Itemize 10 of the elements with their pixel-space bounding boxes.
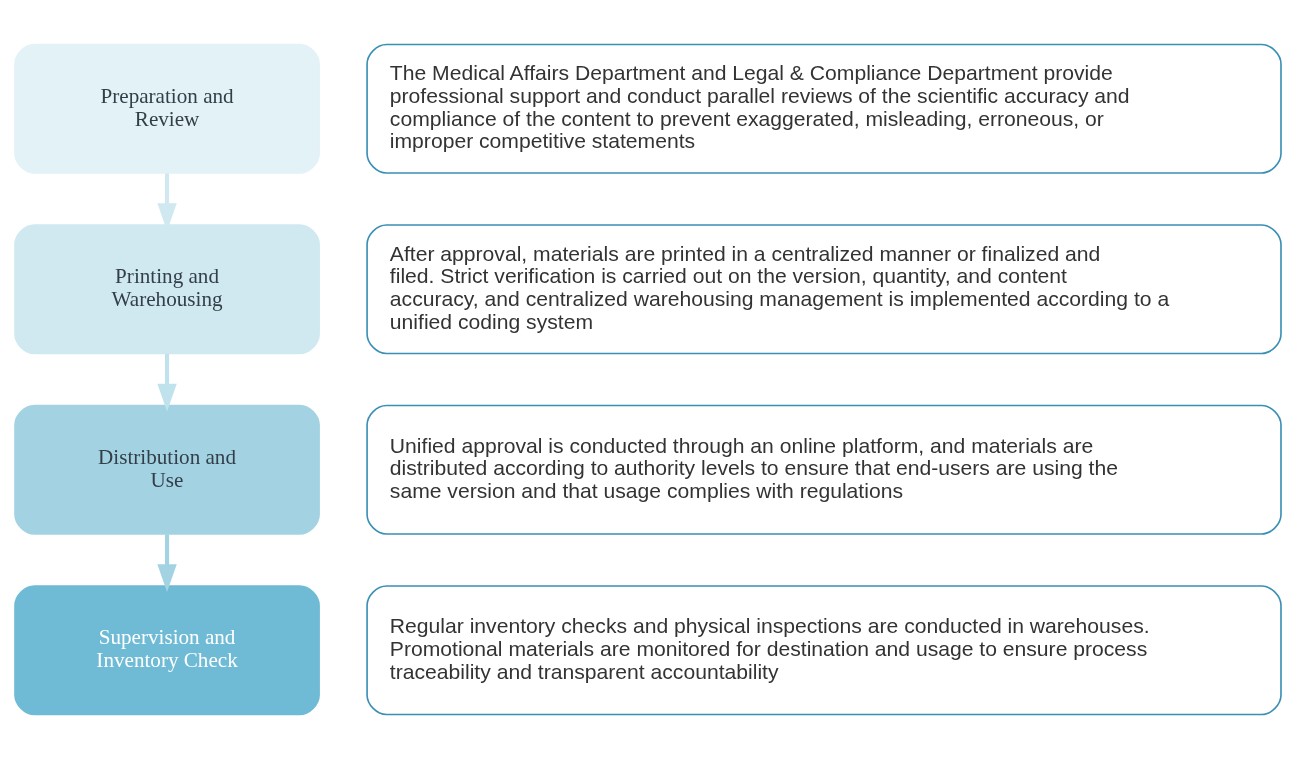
node-box: The Medical Affairs Department and Legal & Compliance Department provide professional support and conduct parallel reviews of the scientific accuracy and compliance of the content to prevent exaggerated, misleading, erroneous, or improper competitive statements xyxy=(366,43,1282,174)
node-box: Preparation and Review xyxy=(14,43,320,174)
node-box: Distribution and Use xyxy=(14,404,320,535)
node-box: Supervision and Inventory Check xyxy=(14,585,320,716)
node-box: Unified approval is conducted through an online platform, and materials are distributed according to authority levels to ensure that end-users are using the same version and that usage complies with regulations xyxy=(366,404,1282,535)
arrow xyxy=(157,353,177,412)
node-box: Printing and Warehousing xyxy=(14,224,320,355)
arrow xyxy=(157,534,177,592)
node-box: Regular inventory checks and physical inspections are conducted in warehouses. Promotional materials are monitored for destination and usage to ensure process traceability and transparent accountability xyxy=(366,585,1282,716)
node-box: After approval, materials are printed in a centralized manner or finalized and filed. Strict verification is carried out on the version, quantity, and content accuracy, and centralized warehousing management is implemented according to a unified coding system xyxy=(366,224,1282,355)
